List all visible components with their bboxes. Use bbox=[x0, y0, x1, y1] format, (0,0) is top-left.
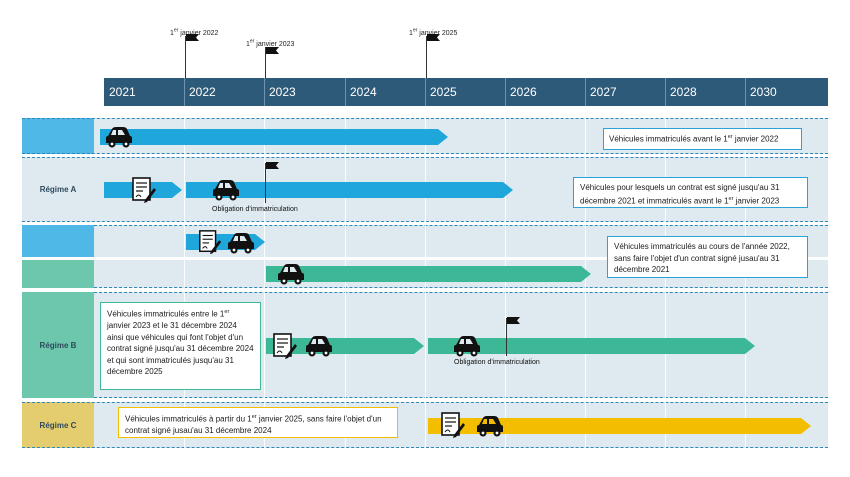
contract-icon bbox=[439, 411, 467, 439]
regime-b-label: Régime B bbox=[22, 292, 94, 398]
year-label: 2030 bbox=[750, 85, 777, 99]
milestone-2022: 1er janvier 2022 bbox=[170, 22, 218, 40]
note-a3: Véhicules immatriculés au cours de l'ann… bbox=[607, 236, 808, 278]
contract-icon bbox=[271, 332, 299, 360]
year-header: 2021 2022 2023 2024 2025 2026 2027 2028 … bbox=[104, 78, 828, 106]
car-icon bbox=[276, 263, 306, 285]
regime-b-block-top bbox=[22, 260, 94, 288]
car-icon bbox=[226, 232, 256, 254]
note-c1: Véhicules immatriculés à partir du 1er j… bbox=[118, 407, 398, 438]
caption-registration-obligation: Obligation d'immatriculation bbox=[212, 206, 298, 213]
year-label: 2027 bbox=[590, 85, 617, 99]
car-icon bbox=[211, 179, 241, 201]
regime-c-label: Régime C bbox=[22, 402, 94, 448]
car-icon bbox=[475, 415, 505, 437]
flag-icon bbox=[266, 47, 279, 59]
year-label: 2026 bbox=[510, 85, 537, 99]
milestone-2023: 1er janvier 2023 bbox=[246, 33, 294, 51]
contract-icon bbox=[197, 229, 223, 255]
milestone-line bbox=[265, 47, 266, 99]
regime-a-label: Régime A bbox=[22, 157, 94, 222]
milestone-2025: 1er janvier 2025 bbox=[409, 22, 457, 40]
car-icon bbox=[452, 335, 482, 357]
registration-obligation-line bbox=[265, 163, 266, 203]
year-label: 2028 bbox=[670, 85, 697, 99]
year-label: 2021 bbox=[109, 85, 136, 99]
note-b1: Véhicules immatriculés entre le 1er janv… bbox=[100, 302, 261, 390]
milestone-label: 1er janvier 2025 bbox=[409, 27, 458, 37]
flag-icon bbox=[427, 34, 440, 46]
flag-icon bbox=[266, 162, 279, 174]
note-a1: Véhicules immatriculés avant le 1er janv… bbox=[603, 128, 802, 150]
contract-icon bbox=[130, 176, 158, 204]
year-label: 2022 bbox=[189, 85, 216, 99]
arrow-a2-registration bbox=[186, 182, 513, 198]
note-a2: Véhicules pour lesquels un contrat est s… bbox=[573, 177, 808, 208]
regime-a-block-top bbox=[22, 118, 94, 154]
flag-icon bbox=[507, 317, 520, 329]
regime-a-block-bottom bbox=[22, 225, 94, 257]
car-icon bbox=[104, 126, 134, 148]
registration-obligation-line bbox=[506, 318, 507, 356]
arrow-b2-registration bbox=[428, 338, 755, 354]
arrow-a1 bbox=[100, 129, 448, 145]
year-label: 2024 bbox=[350, 85, 377, 99]
arrow-b1 bbox=[266, 266, 591, 282]
year-label: 2025 bbox=[430, 85, 457, 99]
car-icon bbox=[304, 335, 334, 357]
arrow-b2-contract bbox=[266, 338, 424, 354]
arrow-c1 bbox=[428, 418, 811, 434]
row-border bbox=[94, 292, 828, 398]
row-border bbox=[94, 225, 828, 288]
year-label: 2023 bbox=[269, 85, 296, 99]
milestone-label: 1er janvier 2022 bbox=[170, 27, 219, 37]
milestone-line bbox=[426, 36, 427, 98]
milestone-line bbox=[185, 36, 186, 98]
flag-icon bbox=[186, 34, 199, 46]
milestone-label: 1er janvier 2023 bbox=[246, 38, 295, 48]
caption-registration-obligation: Obligation d'immatriculation bbox=[454, 359, 540, 366]
